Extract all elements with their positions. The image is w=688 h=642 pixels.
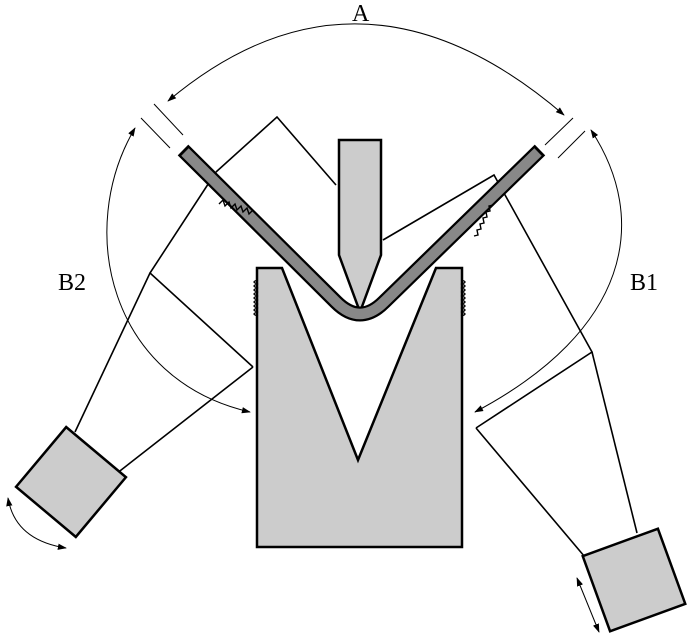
angle-a-arc <box>167 23 565 116</box>
bent-sheet <box>177 144 546 322</box>
angle-b2-arc <box>106 127 251 414</box>
lower-die <box>255 266 464 549</box>
right-movement-arrow <box>576 577 600 633</box>
label-angle-a: A <box>352 1 370 27</box>
upper-punch <box>337 138 383 316</box>
die-springs <box>253 279 466 317</box>
left-counterweight <box>14 425 128 539</box>
left-rotation-arrow <box>6 497 67 550</box>
angle-b1-arc <box>474 129 623 413</box>
label-b1: B1 <box>630 270 658 296</box>
label-b2: B2 <box>58 270 86 296</box>
right-counterweight <box>581 527 687 633</box>
